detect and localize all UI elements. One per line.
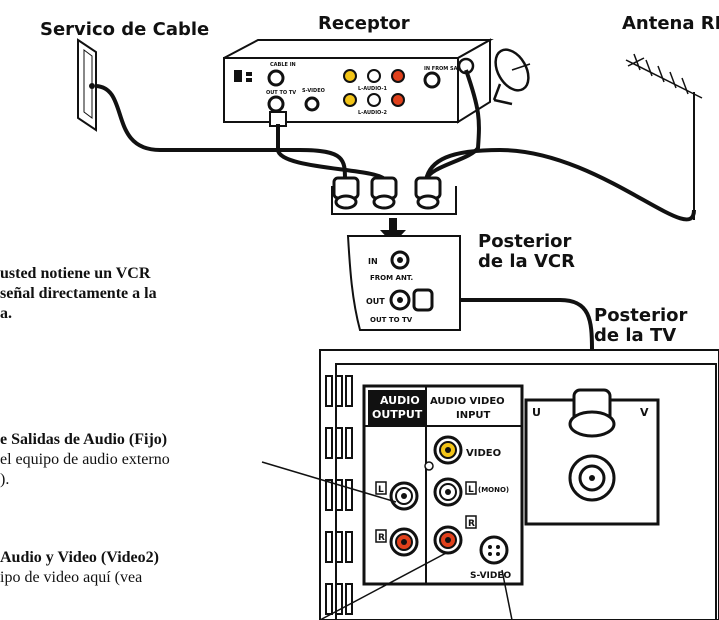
tv-svideo-text: S-VIDEO [470,571,511,581]
receiver-cable-in-text: CABLE IN [270,62,296,68]
av-input-note-line1: ipo de video aquí (vea [0,569,143,586]
tv-in-r-text: R [468,519,475,529]
vcr-note: usted notiene un VCR señal directamente … [0,264,157,324]
vcr-rear-panel: IN FROM ANT. OUT OUT TO TV [346,235,461,331]
cable-service-label: Servico de Cable [40,19,210,40]
receiver-svideo-text: S-VIDEO [302,88,325,94]
av-input-note-title: Audio y Video (Video2) [0,549,159,566]
tv-out-r-text: R [378,533,385,543]
rf-antenna-icon [625,53,703,220]
signal-combiner-icon [331,176,457,215]
tv-rear-label-line1: Posterior [594,305,688,326]
vcr-rear-label-line2: de la VCR [478,251,575,272]
av-input-note: Audio y Video (Video2) ipo de video aquí… [0,548,159,588]
vcr-from-ant-text: FROM ANT. [370,274,413,282]
tv-vhf-text: V [640,406,649,419]
receiver-out-to-tv-text: OUT TO TV [266,90,296,96]
vcr-rear-label: Posterior de la VCR [478,232,575,272]
tv-audio-video-input-text-2: INPUT [456,410,491,421]
audio-output-note-line2: ). [0,471,10,488]
tv-rear-panel: AUDIO OUTPUT AUDIO VIDEO INPUT VIDEO L R… [319,349,719,620]
vcr-note-line1: usted notiene un VCR [0,265,151,282]
receiver-audio1-text: L-AUDIO-1 [358,86,387,92]
audio-output-note-line1: el equipo de audio externo [0,451,170,468]
audio-output-note-title: e Salidas de Audio (Fijo) [0,431,168,448]
vcr-note-line2: señal directamente a la [0,285,157,302]
receiver-label: Receptor [318,13,410,34]
satellite-dish-icon [457,48,531,106]
coax-connector-icon [370,176,398,210]
tv-out-l-text: L [378,485,384,495]
tv-audio-output-text-1: AUDIO [380,394,420,407]
coax-connector-icon [332,176,360,210]
tv-mono-text: (MONO) [478,486,509,494]
cables [95,69,696,394]
wall-outlet-icon [77,38,97,132]
tv-uhf-text: U [532,406,541,419]
tv-video-text: VIDEO [466,448,501,459]
tv-audio-output-text-2: OUTPUT [372,408,423,421]
tv-audio-video-input-text-1: AUDIO VIDEO [430,396,505,407]
tv-rear-label: Posterior de la TV [594,306,687,346]
leader-lines [261,461,513,620]
tv-in-l-text: L [468,485,474,495]
tv-rear-label-line2: de la TV [594,325,677,346]
receiver-audio2-text: L-AUDIO-2 [358,110,387,116]
receiver-box-icon: CABLE IN OUT TO TV S-VIDEO L-AUDIO-1 L-A… [223,38,494,127]
vcr-out-to-tv-text: OUT TO TV [370,316,413,324]
vcr-in-text: IN [368,257,378,266]
vcr-out-text: OUT [366,297,385,306]
receiver-sat-in-text: IN FROM SAT. [424,66,462,72]
audio-output-note: e Salidas de Audio (Fijo) el equipo de a… [0,430,170,490]
vcr-rear-label-line1: Posterior [478,231,572,252]
coax-connector-icon [414,176,442,210]
antenna-label: Antena RF [622,13,719,34]
vcr-note-line3: a. [0,305,12,322]
